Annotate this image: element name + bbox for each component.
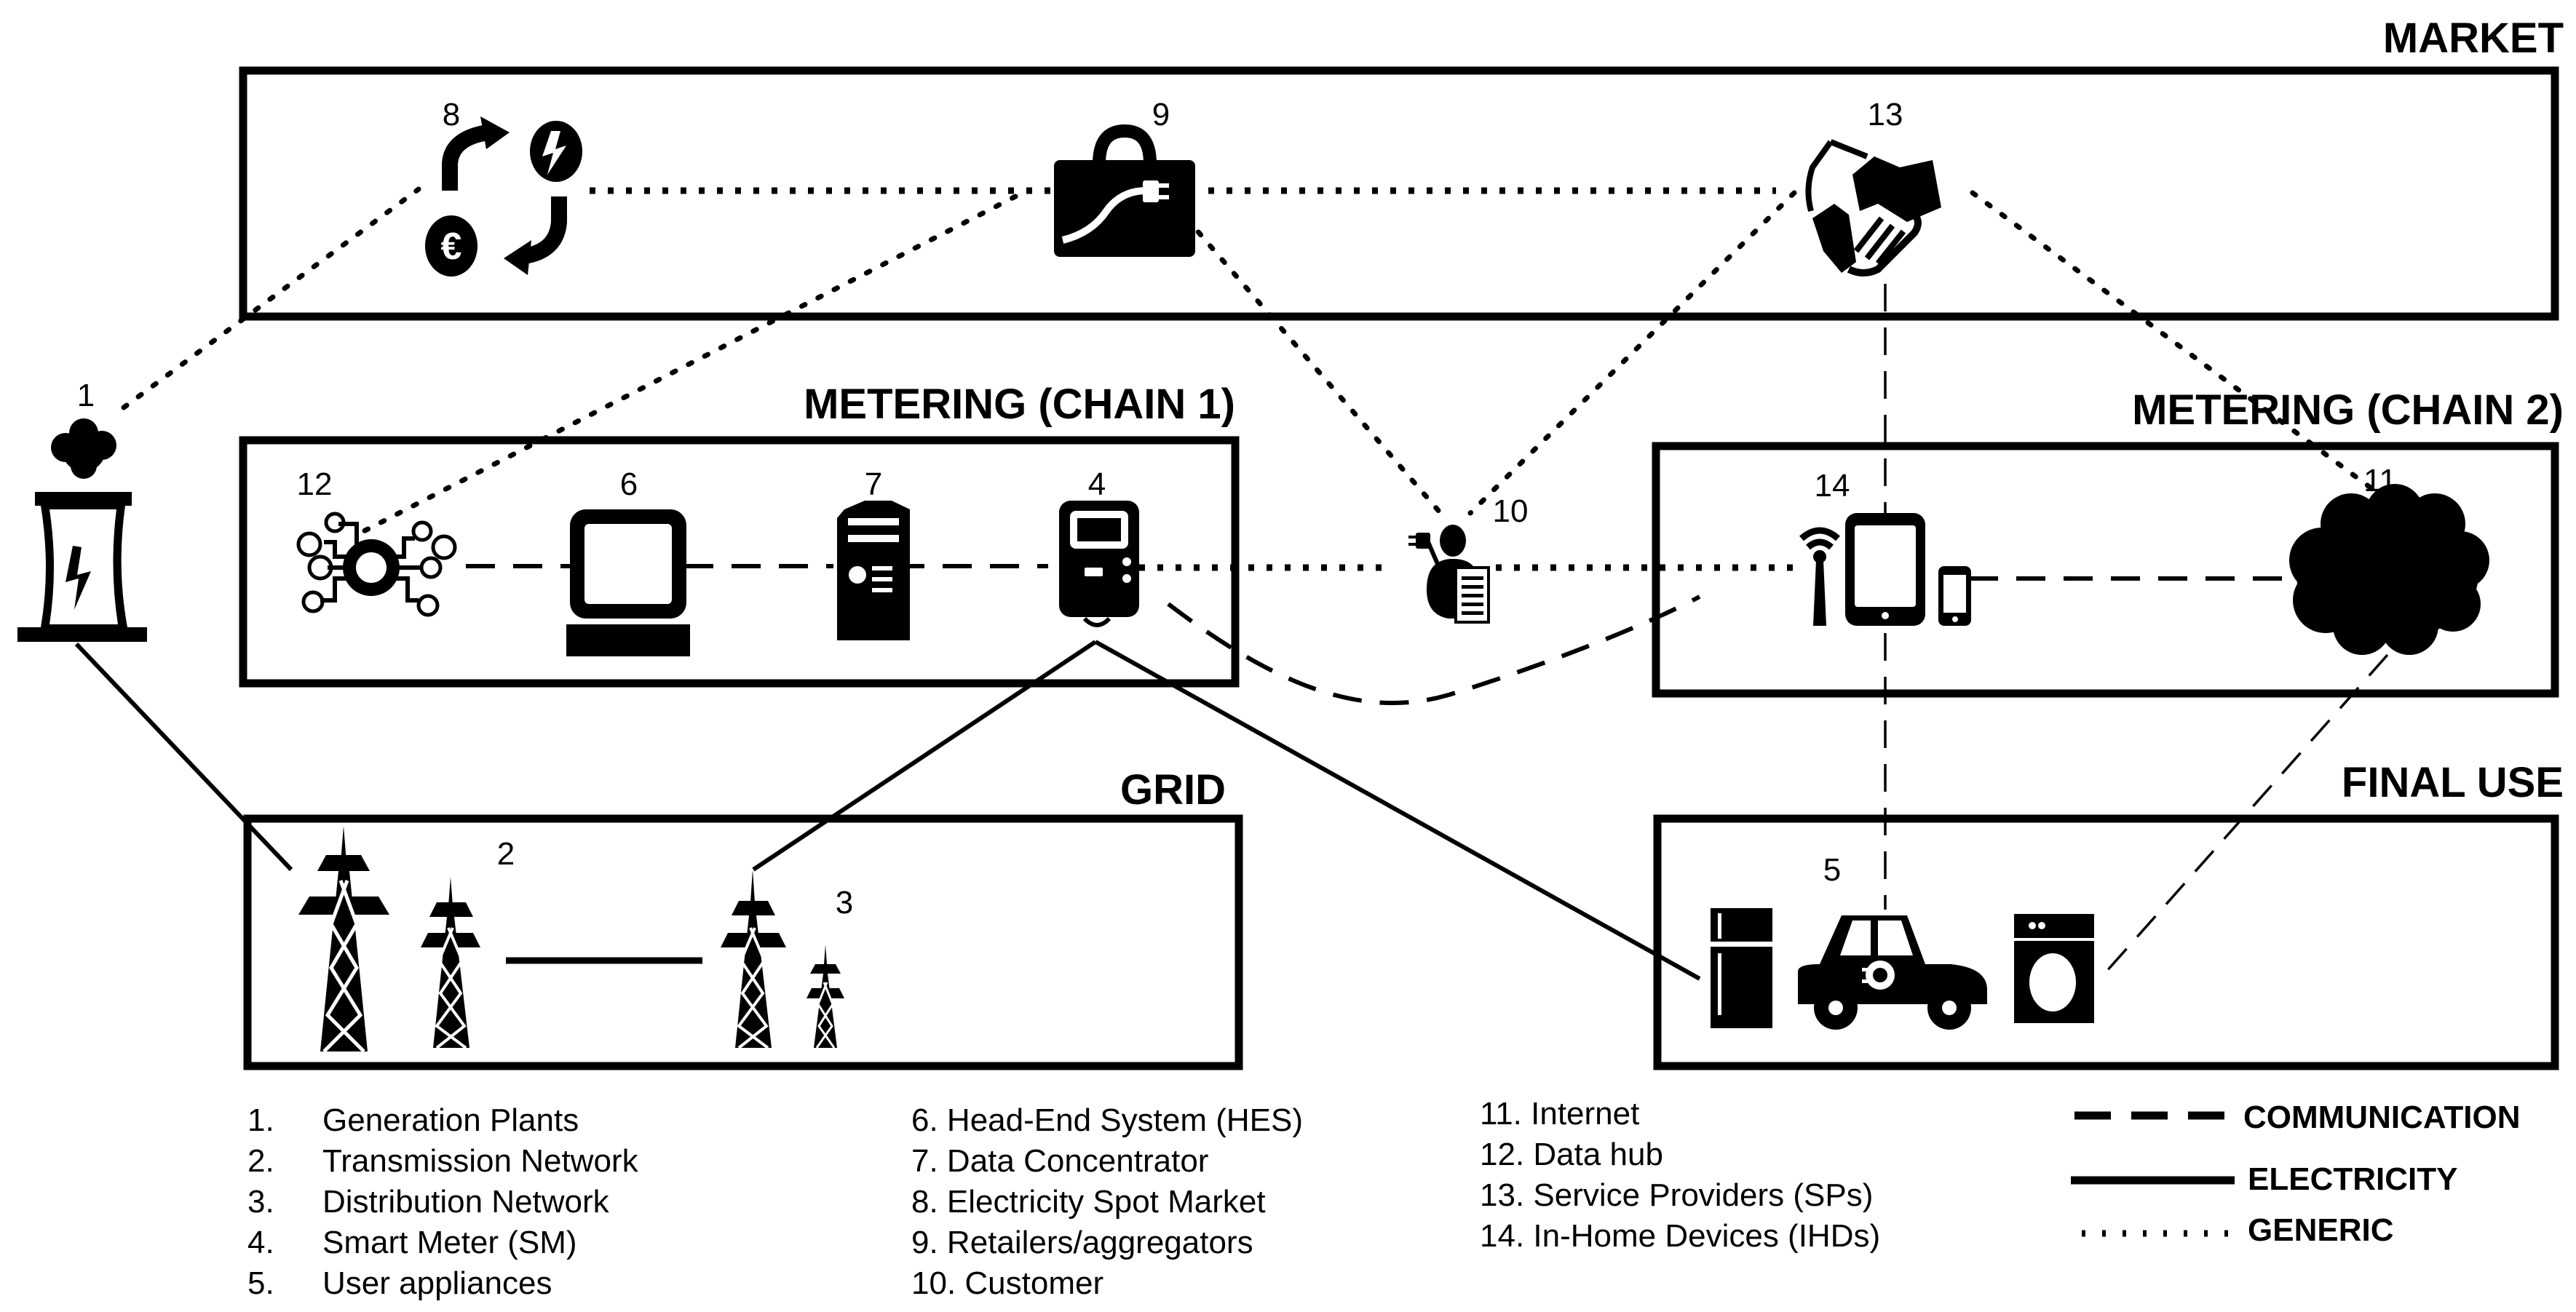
handshake-icon	[1805, 139, 1941, 277]
transmission-tower-icon	[298, 826, 480, 1053]
circuit-hub-icon	[296, 512, 457, 617]
market-box	[239, 66, 2559, 321]
node-number: 14	[1815, 468, 1850, 504]
node-service-providers: 13	[1805, 97, 1941, 277]
legend-electricity-label: ELECTRICITY	[2248, 1161, 2457, 1197]
node-smart-meter: 4	[1059, 466, 1139, 627]
legend-item: 11. Internet	[1480, 1096, 1639, 1132]
legend-column-2: 6. Head-End System (HES) 7. Data Concent…	[911, 1102, 1303, 1301]
legend-label: Generation Plants	[322, 1102, 579, 1138]
legend-num: 4.	[247, 1225, 274, 1260]
generic-line-sp-to-customer	[1467, 190, 1797, 516]
elec-line-distribution-to-meter	[752, 640, 1097, 872]
legend-num: 3.	[247, 1184, 274, 1220]
distribution-tower-icon	[721, 870, 844, 1049]
node-number: 7	[865, 466, 882, 502]
metering-chain1-label: METERING (CHAIN 1)	[804, 381, 1235, 428]
node-head-end-system: 6	[566, 466, 690, 656]
metering-chain2-box	[1652, 442, 2559, 698]
node-distribution-network: 3	[721, 870, 853, 1049]
currency-exchange-icon: €	[425, 116, 582, 277]
final-use-label: FINAL USE	[2342, 759, 2564, 806]
node-transmission-network: 2	[298, 826, 515, 1053]
node-user-appliances: 5	[1711, 852, 2094, 1030]
node-spot-market: 8 €	[425, 97, 582, 277]
elec-line-plant-to-transmission	[74, 642, 293, 872]
legend-label: Smart Meter (SM)	[322, 1225, 577, 1260]
legend-generic-label: GENERIC	[2248, 1212, 2393, 1248]
metering-chain1-box	[239, 436, 1240, 688]
node-data-concentrator: 7	[837, 466, 910, 640]
legend-column-3: 11. Internet 12. Data hub 13. Service Pr…	[1480, 1096, 1880, 1254]
legend-item: 7. Data Concentrator	[911, 1143, 1208, 1179]
svg-text:€: €	[441, 226, 462, 268]
grid-box	[243, 814, 1243, 1070]
shopping-bag-plug-icon	[1054, 124, 1195, 257]
cloud-icon	[2289, 484, 2489, 655]
legend-item: 8. Electricity Spot Market	[911, 1184, 1266, 1220]
node-number: 13	[1868, 97, 1903, 132]
node-number: 1	[77, 378, 95, 413]
generic-line-plant-to-market	[121, 186, 421, 410]
grid-label: GRID	[1120, 766, 1226, 814]
computer-monitor-icon	[566, 509, 690, 656]
smart-meter-icon	[1059, 501, 1139, 627]
node-generation-plant: 1	[17, 378, 147, 642]
generic-line-retailer-to-customer	[1184, 215, 1448, 521]
washing-machine-icon	[2014, 914, 2094, 1023]
legend-num: 5.	[247, 1265, 274, 1301]
legend-communication-label: COMMUNICATION	[2243, 1100, 2520, 1135]
node-number: 6	[620, 466, 638, 502]
node-number: 9	[1152, 97, 1170, 132]
node-number: 12	[297, 466, 333, 502]
fridge-icon	[1711, 908, 1772, 1028]
node-data-hub: 12	[296, 466, 457, 617]
node-number: 5	[1823, 852, 1841, 888]
legend-item: 10. Customer	[911, 1265, 1103, 1301]
node-number: 10	[1493, 493, 1529, 529]
server-tower-icon	[837, 501, 910, 640]
legend-column-1: 1. Generation Plants 2. Transmission Net…	[247, 1102, 639, 1301]
electric-car-icon	[1798, 915, 1987, 1030]
legend-item: 14. In-Home Devices (IHDs)	[1480, 1218, 1880, 1254]
legend-label: Distribution Network	[322, 1184, 610, 1220]
legend-item: 13. Service Providers (SPs)	[1480, 1177, 1873, 1213]
metering-chain2-label: METERING (CHAIN 2)	[2132, 386, 2564, 434]
comm-line-meter-to-ihd-curve	[1167, 595, 1701, 705]
legend-label: Transmission Network	[322, 1143, 639, 1179]
legend-num: 1.	[247, 1102, 274, 1138]
legend-item: 9. Retailers/aggregators	[911, 1225, 1253, 1260]
legend-label: User appliances	[322, 1265, 552, 1301]
final-use-box	[1653, 814, 2559, 1070]
elec-line-meter-to-fridge	[1094, 640, 1701, 981]
node-customer: 10	[1408, 493, 1529, 624]
tablet-phone-antenna-icon	[1799, 513, 1971, 626]
generic-line-retailer-to-datahub	[354, 194, 1018, 538]
legend-num: 2.	[247, 1143, 274, 1179]
node-retailers: 9	[1054, 97, 1195, 257]
node-internet: 11	[2289, 463, 2489, 655]
legend: 1. Generation Plants 2. Transmission Net…	[247, 1096, 2520, 1301]
node-number: 2	[497, 836, 515, 872]
market-label: MARKET	[2383, 15, 2564, 62]
node-number: 8	[443, 97, 460, 132]
node-in-home-devices: 14	[1799, 468, 1971, 626]
legend-line-types: COMMUNICATION ELECTRICITY GENERIC	[2071, 1100, 2520, 1248]
customer-icon	[1408, 525, 1490, 624]
legend-item: 12. Data hub	[1480, 1137, 1663, 1172]
node-number: 3	[836, 885, 853, 921]
node-number: 4	[1088, 466, 1106, 502]
legend-item: 6. Head-End System (HES)	[911, 1102, 1303, 1138]
comm-line-internet-to-washer	[2099, 653, 2389, 980]
power-plant-icon	[17, 418, 147, 642]
